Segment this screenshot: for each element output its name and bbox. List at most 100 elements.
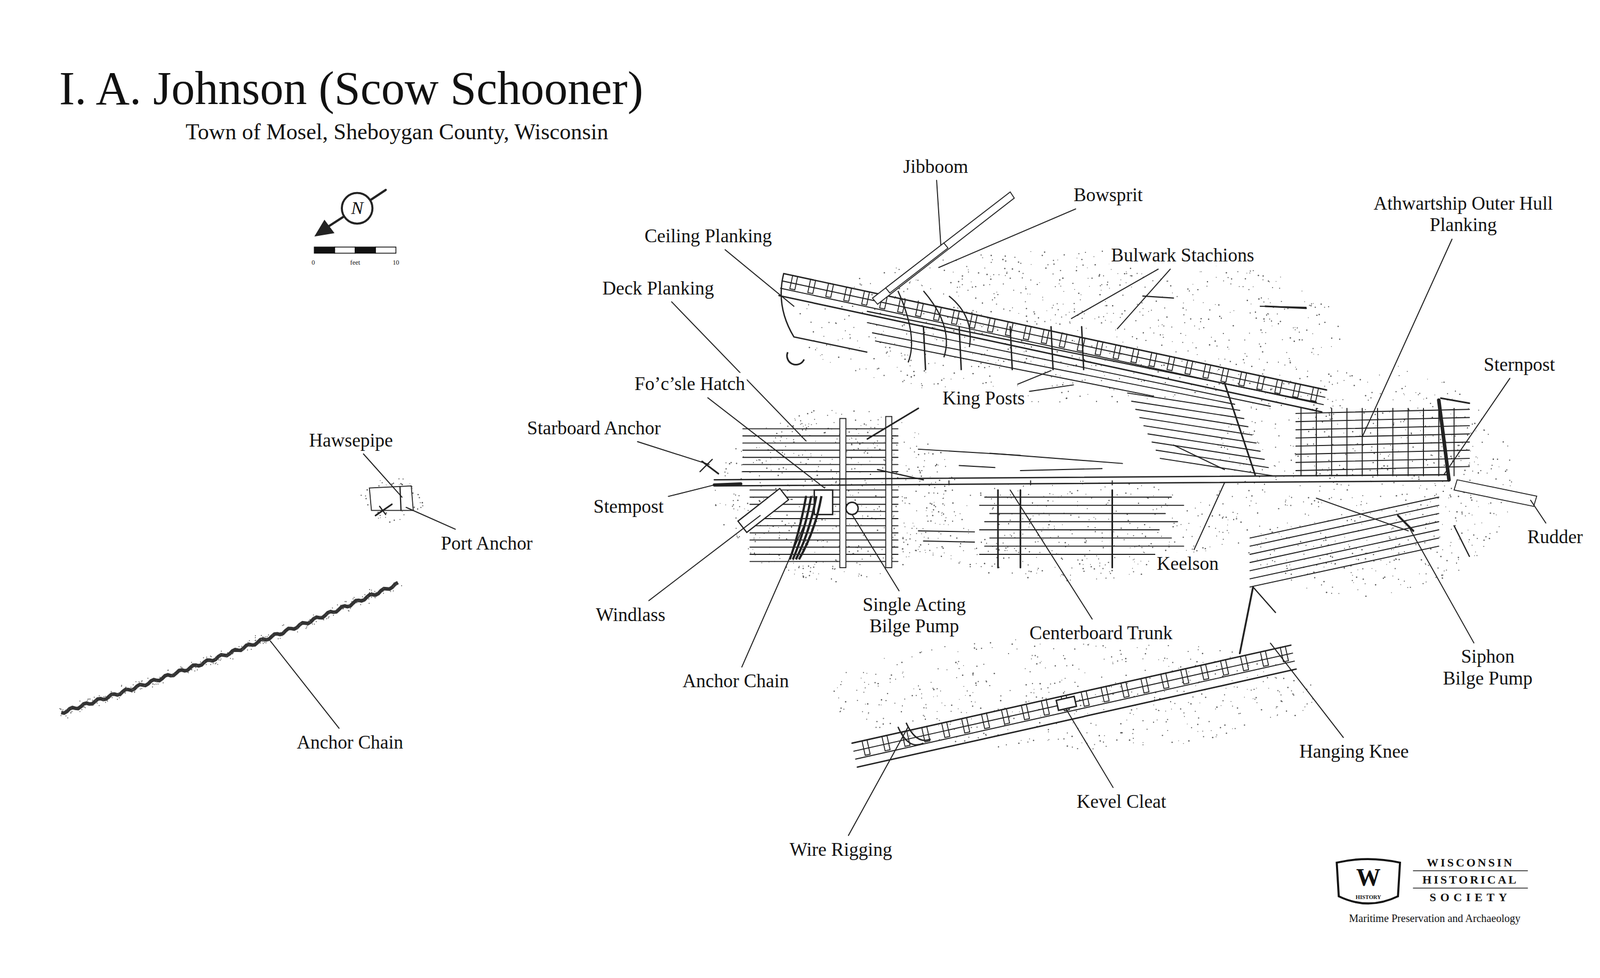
sand-dot <box>874 426 876 428</box>
sand-dot <box>864 480 866 482</box>
sand-dot <box>1352 448 1354 450</box>
sand-dot <box>909 552 911 554</box>
sand-dot <box>753 552 755 554</box>
sand-dot <box>1185 334 1186 336</box>
sand-dot <box>1289 337 1292 339</box>
sand-dot <box>870 426 872 428</box>
sand-dot <box>1059 269 1061 271</box>
sand-dot <box>907 543 909 545</box>
sand-dot <box>884 460 886 462</box>
sand-dot <box>880 572 882 574</box>
sand-dot <box>1396 475 1398 477</box>
sand-dot <box>1420 430 1421 431</box>
sand-dot <box>1163 364 1165 366</box>
sand-dot <box>1420 558 1423 561</box>
sand-dot <box>1266 568 1268 569</box>
sand-dot <box>1233 518 1235 520</box>
sand-dot <box>816 469 818 471</box>
sand-dot <box>1135 320 1137 322</box>
sand-dot <box>816 422 818 424</box>
sand-dot <box>883 526 885 528</box>
sand-dot <box>807 458 809 460</box>
sand-dot <box>968 271 970 273</box>
sand-dot <box>894 342 896 344</box>
sand-dot <box>725 468 727 470</box>
sand-dot <box>1110 321 1112 323</box>
sand-dot <box>816 474 819 477</box>
sand-dot <box>794 573 795 574</box>
sand-dot <box>1493 513 1495 515</box>
sand-dot <box>913 370 915 373</box>
sand-dot <box>1360 504 1362 506</box>
sand-dot <box>804 512 806 514</box>
sand-dot <box>1368 399 1370 401</box>
sand-dot <box>808 565 810 567</box>
sand-dot <box>1087 393 1089 395</box>
sand-dot <box>1314 465 1316 467</box>
sand-dot <box>1218 368 1220 370</box>
sand-dot <box>1221 517 1224 519</box>
sand-dot <box>1158 325 1159 327</box>
sand-dot <box>1182 302 1184 304</box>
sand-dot <box>934 362 936 364</box>
sand-dot <box>1170 284 1172 287</box>
sand-dot <box>1498 466 1500 467</box>
sand-dot <box>754 533 756 535</box>
sand-dot <box>836 438 838 440</box>
sand-dot <box>1458 455 1460 457</box>
sand-dot <box>964 347 966 348</box>
sand-dot <box>774 487 777 490</box>
sand-dot <box>924 460 926 462</box>
sand-dot <box>1062 277 1064 279</box>
sand-dot <box>861 505 862 506</box>
sand-dot <box>1230 283 1232 285</box>
sand-dot <box>1034 321 1036 323</box>
sand-dot <box>908 502 910 504</box>
sand-dot <box>854 369 856 371</box>
sand-dot <box>857 448 859 450</box>
sand-dot <box>788 522 790 524</box>
sand-dot <box>868 411 870 413</box>
sand-dot <box>1425 459 1427 461</box>
sand-dot <box>741 464 743 466</box>
sand-dot <box>1246 272 1247 274</box>
sand-dot <box>1389 561 1391 563</box>
sand-dot <box>1222 332 1224 334</box>
sand-dot <box>1195 347 1197 349</box>
sand-dot <box>921 284 923 286</box>
sand-dot <box>938 479 941 482</box>
sand-dot <box>1353 384 1356 387</box>
sand-dot <box>972 353 974 355</box>
sand-dot <box>988 365 990 367</box>
sand-dot <box>1460 502 1462 504</box>
sand-dot <box>1349 375 1351 377</box>
sand-dot <box>805 540 807 542</box>
sand-dot <box>1112 305 1114 307</box>
sand-dot <box>905 465 907 466</box>
sand-dot <box>1292 327 1294 329</box>
sand-dot <box>1286 567 1288 569</box>
sand-dot <box>857 549 859 552</box>
sand-dot <box>1379 453 1381 455</box>
sand-dot <box>1419 573 1420 574</box>
sand-dot <box>1038 282 1040 283</box>
sand-dot <box>952 520 954 522</box>
sand-dot <box>1062 303 1064 304</box>
sand-dot <box>802 567 804 569</box>
sand-dot <box>906 532 908 533</box>
sand-dot <box>883 330 884 332</box>
sand-dot <box>1022 272 1024 274</box>
sand-dot <box>1235 517 1237 519</box>
sand-dot <box>1200 317 1202 319</box>
sand-dot <box>1425 527 1427 529</box>
sand-dot <box>1021 277 1023 279</box>
sand-dot <box>1288 382 1290 384</box>
sand-dot <box>1434 394 1436 396</box>
sand-dot <box>754 540 756 542</box>
sand-dot <box>1004 275 1006 277</box>
sand-dot <box>1481 441 1483 443</box>
sand-dot <box>846 501 848 503</box>
sand-dot <box>828 321 830 323</box>
sand-dot <box>1459 393 1461 396</box>
sand-dot <box>1473 534 1475 536</box>
